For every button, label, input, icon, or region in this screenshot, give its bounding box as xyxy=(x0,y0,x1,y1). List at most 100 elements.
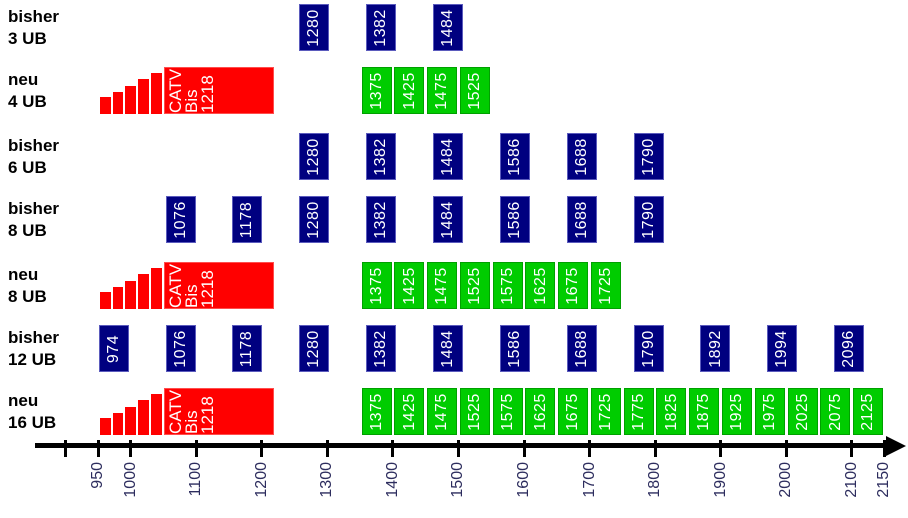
freq-box: 2025 xyxy=(787,388,818,435)
freq-box: 1375 xyxy=(361,67,392,114)
freq-box: 1484 xyxy=(432,133,463,180)
freq-box-value: 1994 xyxy=(773,329,791,368)
freq-box: 1675 xyxy=(558,388,589,435)
freq-box: 1475 xyxy=(427,262,458,309)
freq-box-value: 2125 xyxy=(859,392,877,431)
row-label-line: 16 UB xyxy=(8,413,57,432)
freq-box-value: 1484 xyxy=(438,329,456,368)
freq-box-value: 1825 xyxy=(662,392,680,431)
tick-label: 950 xyxy=(89,462,106,489)
freq-box: 1425 xyxy=(394,262,425,309)
freq-box-value: 1475 xyxy=(433,392,451,431)
freq-box: 1675 xyxy=(558,262,589,309)
freq-box: 1382 xyxy=(366,133,397,180)
freq-box: 1280 xyxy=(299,133,330,180)
catv-stair-bar xyxy=(150,73,162,114)
freq-box-value: 1425 xyxy=(400,392,418,431)
freq-box: 1688 xyxy=(566,133,597,180)
tick-mark xyxy=(96,440,100,457)
freq-box-value: 1484 xyxy=(438,8,456,47)
freq-box-value: 1525 xyxy=(465,392,483,431)
freq-box-value: 2075 xyxy=(826,392,844,431)
row-label-line: neu xyxy=(8,391,39,410)
freq-box: 1382 xyxy=(366,196,397,243)
freq-box: 1825 xyxy=(656,388,687,435)
freq-box: 1280 xyxy=(299,4,330,51)
tick-label: 1900 xyxy=(711,462,729,498)
freq-box-value: 1775 xyxy=(629,392,647,431)
freq-box: 1076 xyxy=(165,325,196,372)
tick-label: 1700 xyxy=(580,462,598,498)
freq-box: 1484 xyxy=(432,325,463,372)
freq-box-value: 1790 xyxy=(639,200,657,239)
freq-box: 1375 xyxy=(361,388,392,435)
freq-box-value: 1586 xyxy=(505,137,523,176)
freq-box-value: 1484 xyxy=(438,200,456,239)
freq-box-value: 1575 xyxy=(498,392,516,431)
catv-stair-bar xyxy=(112,287,124,309)
freq-box-value: 1475 xyxy=(433,71,451,110)
freq-box-value: 2025 xyxy=(793,392,811,431)
freq-box-value: 1178 xyxy=(238,330,256,367)
freq-box: 1178 xyxy=(232,196,263,243)
tick-label: 1600 xyxy=(515,462,532,498)
freq-box-value: 1280 xyxy=(305,8,323,47)
catv-stair-bar xyxy=(125,407,137,435)
catv-stair-bar xyxy=(138,79,149,114)
catv-label-line: 1218 xyxy=(197,396,217,434)
freq-box-value: 1280 xyxy=(305,329,323,368)
freq-box: 1280 xyxy=(299,325,330,372)
axis-line xyxy=(35,443,888,448)
tick-mark xyxy=(850,440,854,457)
freq-box-value: 1725 xyxy=(596,392,614,431)
freq-box: 1525 xyxy=(459,262,490,309)
freq-box: 1178 xyxy=(232,325,263,372)
freq-box-value: 1586 xyxy=(505,200,523,239)
freq-box: 1994 xyxy=(767,325,798,372)
catv-stair-bar xyxy=(99,292,111,309)
tick-label: 1800 xyxy=(646,462,664,498)
freq-box-value: 1688 xyxy=(572,200,590,239)
row-label-line: 12 UB xyxy=(8,350,57,369)
freq-box: 1586 xyxy=(499,325,530,372)
row-label-line: 6 UB xyxy=(8,158,47,177)
freq-box: 1875 xyxy=(689,388,720,435)
row-label-neu-16-ub: neu 16 UB xyxy=(8,390,56,434)
tick-label: 1500 xyxy=(449,462,467,498)
tick-mark xyxy=(129,440,133,457)
freq-box-value: 1475 xyxy=(433,266,451,305)
row-label-line: bisher xyxy=(8,199,60,218)
row-label-line: 8 UB xyxy=(8,221,47,240)
freq-box: 1625 xyxy=(525,388,556,435)
freq-box-value: 1280 xyxy=(305,200,323,239)
freq-box-value: 1625 xyxy=(531,392,549,431)
tick-mark xyxy=(391,440,395,457)
freq-box-value: 1790 xyxy=(639,137,657,176)
freq-box-value: 1675 xyxy=(564,266,582,305)
row-label-line: 8 UB xyxy=(8,287,47,306)
freq-box: 1575 xyxy=(492,388,523,435)
tick-mark xyxy=(325,440,329,457)
freq-box-value: 1725 xyxy=(596,266,614,305)
catv-label-line: 1218 xyxy=(197,75,217,113)
axis-arrow-icon xyxy=(886,435,906,456)
freq-box: 1280 xyxy=(299,196,330,243)
freq-box-value: 1575 xyxy=(498,266,516,305)
freq-box: 1975 xyxy=(754,388,785,435)
freq-box-value: 1375 xyxy=(367,71,385,110)
freq-box-value: 1382 xyxy=(372,8,390,47)
freq-box-value: 1790 xyxy=(639,329,657,368)
freq-box-value: 1382 xyxy=(372,200,390,239)
freq-box-value: 1178 xyxy=(238,201,256,238)
tick-label: 2100 xyxy=(842,462,860,498)
freq-box: 1586 xyxy=(499,133,530,180)
freq-box: 2125 xyxy=(853,388,884,435)
freq-box-value: 1375 xyxy=(367,392,385,431)
tick-mark xyxy=(882,440,886,457)
freq-box: 1725 xyxy=(590,262,621,309)
freq-box: 1775 xyxy=(623,388,654,435)
